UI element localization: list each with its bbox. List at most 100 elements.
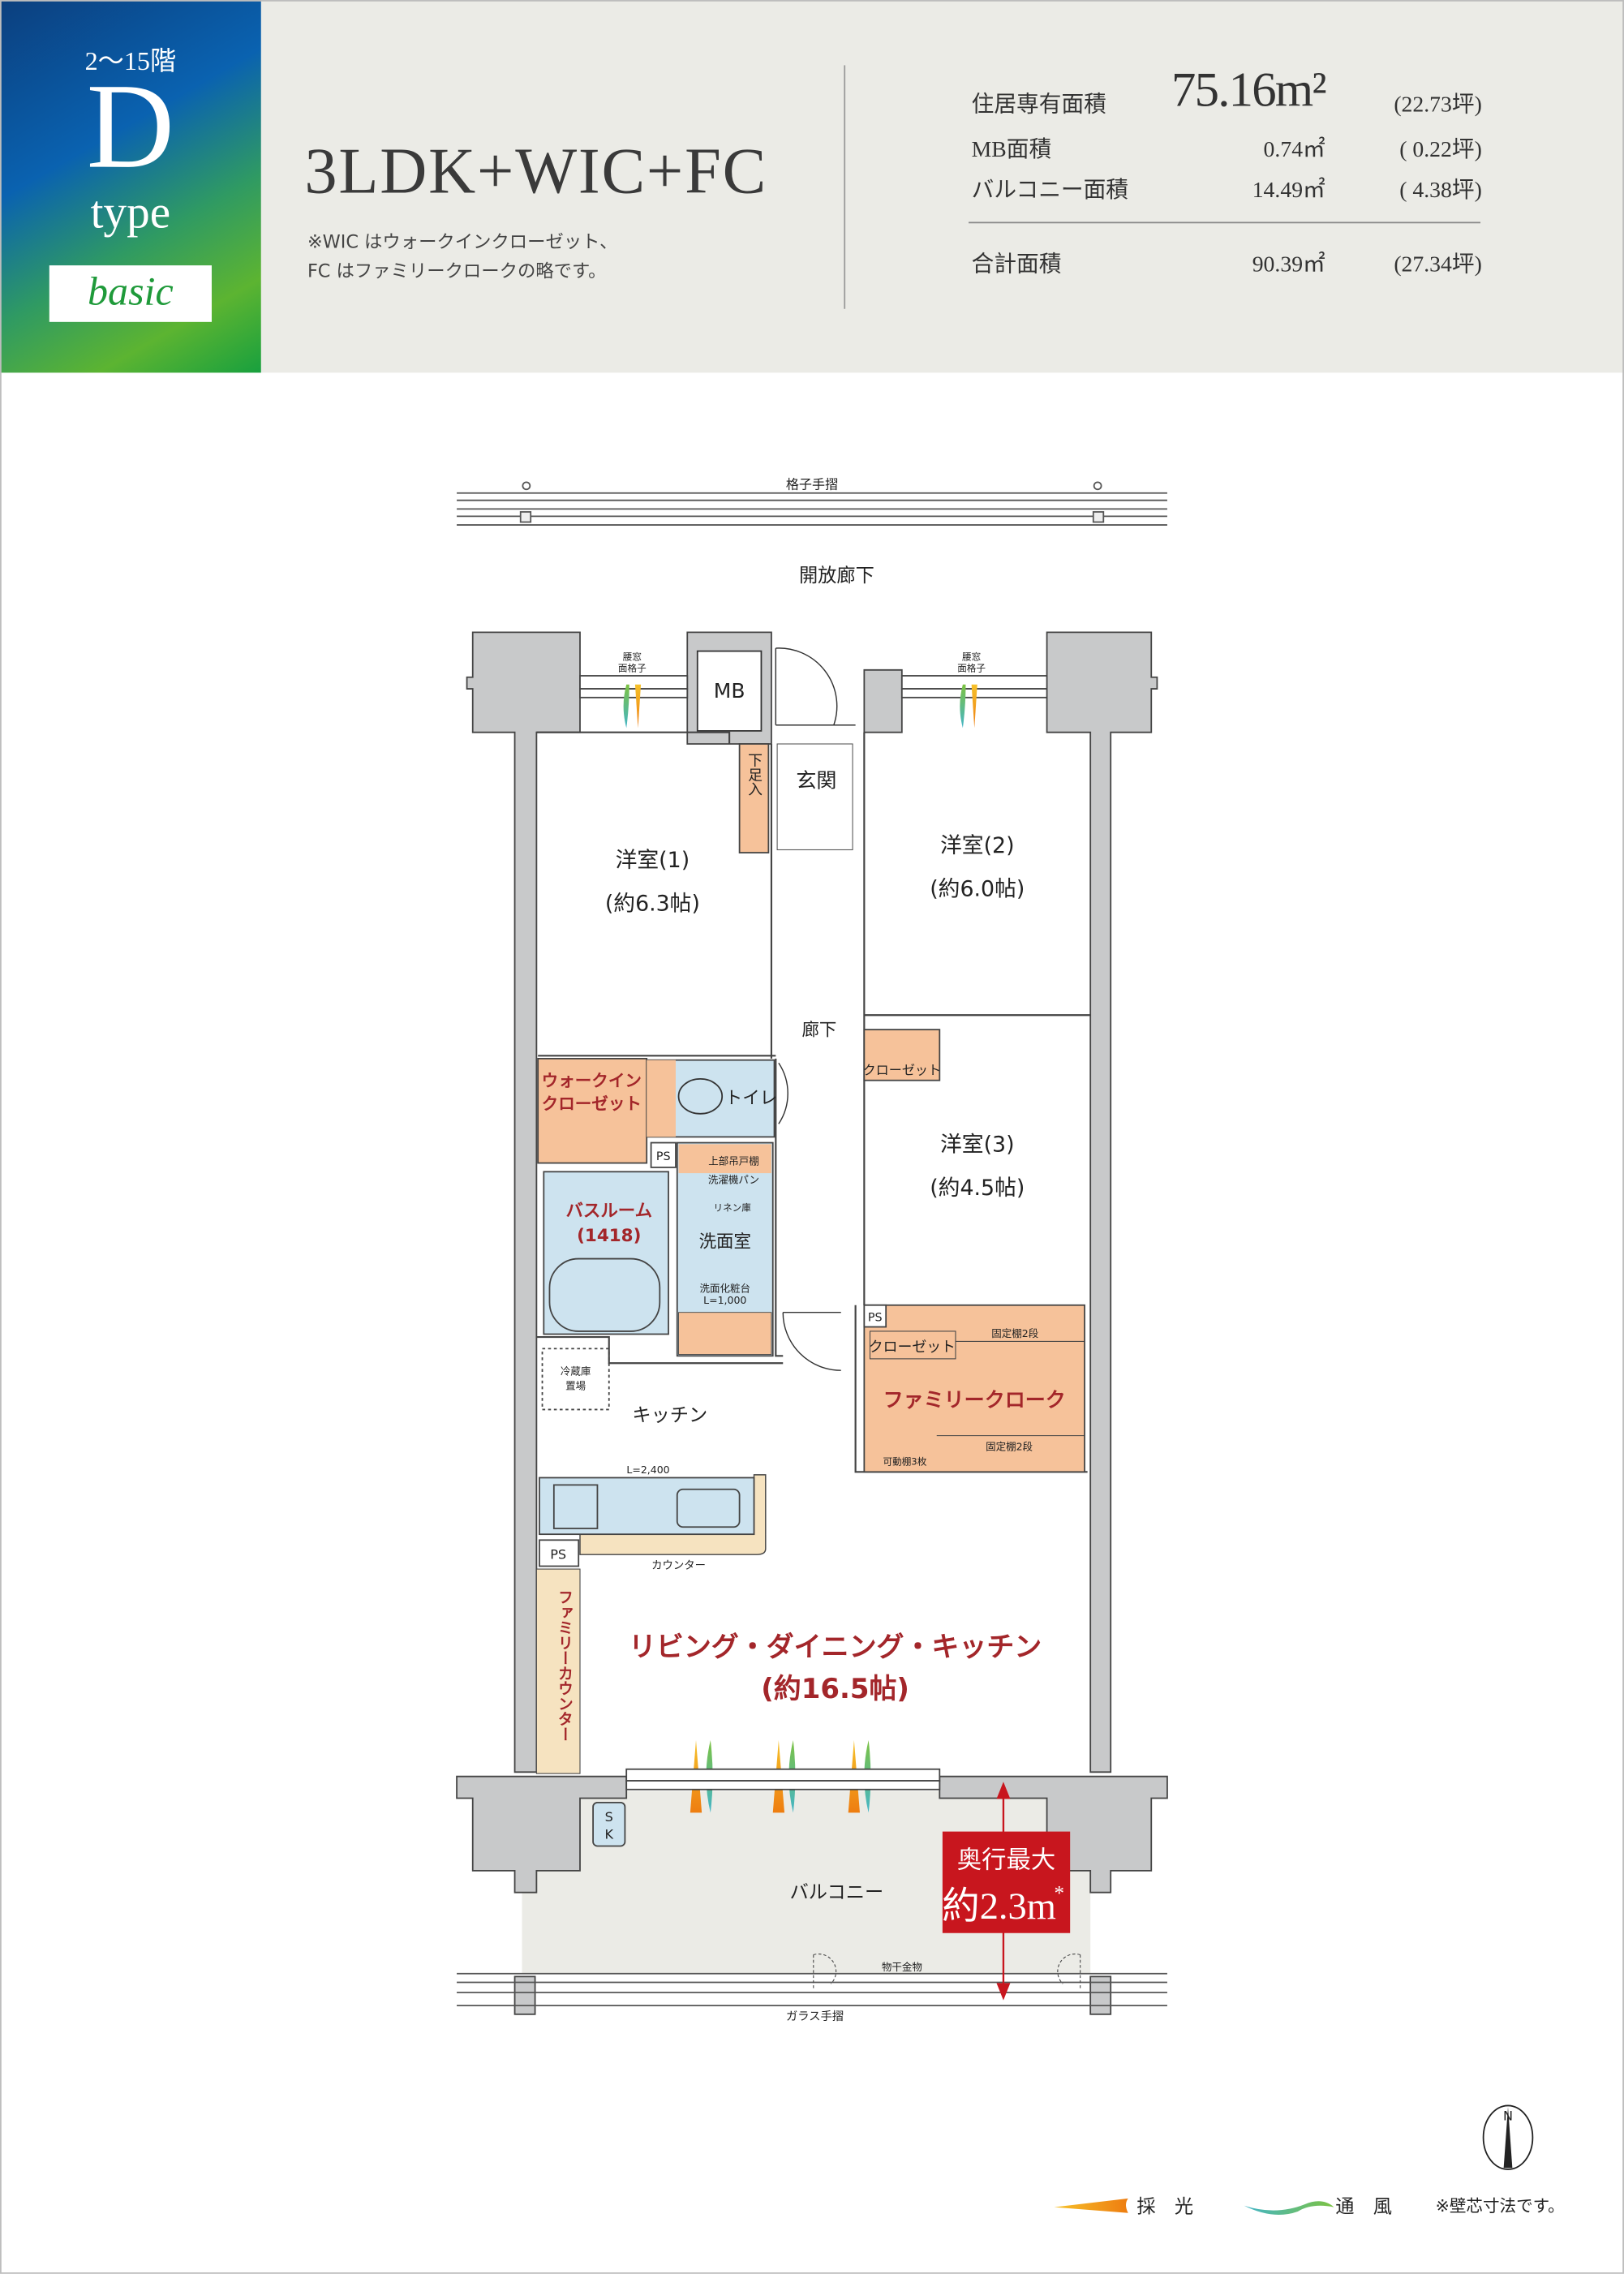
area-label: 合計面積 <box>971 252 1062 277</box>
area-value: 90.39㎡ <box>1252 252 1325 277</box>
entrance-floor <box>776 743 853 851</box>
area-tsubo: (22.73坪) <box>1394 92 1482 118</box>
movable-shelf-label: 可動棚3枚 <box>883 1455 926 1467</box>
drying-hardware <box>813 1954 1081 1990</box>
interior-walls <box>536 731 1091 1473</box>
area-row-private: 住居専有面積 75.16m² (22.73坪) <box>971 64 1482 119</box>
area-value: 75.16m² <box>1171 63 1327 118</box>
ps-label: PS <box>656 1150 671 1163</box>
washroom-label: 洗面室 <box>699 1232 751 1252</box>
area-value: 0.74㎡ <box>1263 137 1325 163</box>
light-legend-icon <box>1054 2198 1128 2213</box>
room2-name: 洋室(2) <box>940 833 1015 858</box>
note-wic: ※WIC はウォークインクローゼット、 <box>307 230 618 253</box>
area-label: MB面積 <box>971 137 1052 163</box>
closet-room2 <box>863 1029 941 1081</box>
fridge-label: 冷蔵庫 <box>561 1365 591 1378</box>
shoe-box-label: 下足入 <box>745 753 763 797</box>
divider <box>844 65 846 309</box>
area-row-total: 合計面積 90.39㎡ (27.34坪) <box>972 243 1482 278</box>
type-badge: 2〜15階 D type basic <box>0 0 261 373</box>
shoe-box <box>738 743 770 853</box>
balcony-label: バルコニー <box>790 1881 884 1903</box>
light-legend-label: 採 光 <box>1136 2197 1194 2219</box>
lattice-label: 面格子 <box>618 663 647 674</box>
area-tsubo: ( 4.38坪) <box>1399 178 1482 204</box>
waist-window-label: 腰窓 <box>623 651 642 662</box>
floors-label: 2〜15階 <box>84 46 177 75</box>
kitchen-length: L=2,400 <box>626 1464 669 1476</box>
room2-size: (約6.0帖) <box>930 877 1025 902</box>
area-row-balcony: バルコニー面積 14.49㎡ ( 4.38坪) <box>972 170 1482 204</box>
slop-sink <box>592 1801 626 1847</box>
fridge-label-2: 置場 <box>565 1379 586 1391</box>
linen-label: リネン庫 <box>713 1202 751 1214</box>
north-compass-icon <box>1482 2104 1534 2170</box>
wind-legend-label: 通 風 <box>1335 2197 1393 2219</box>
glass-railing-label: ガラス手摺 <box>786 2010 844 2023</box>
family-cloak-label: ファミリークローク <box>883 1388 1066 1412</box>
mb-label: MB <box>714 679 745 703</box>
corridor-label: 開放廊下 <box>799 565 874 587</box>
ps-box <box>650 1141 677 1168</box>
balcony-window <box>625 1768 941 1790</box>
area-tsubo: ( 0.22坪) <box>1399 137 1482 163</box>
counter-label: カウンター <box>651 1559 706 1572</box>
drying-label: 物干金物 <box>882 1961 922 1973</box>
waist-window-label: 腰窓 <box>962 651 981 662</box>
dimension-note: ※壁芯寸法です。 <box>1435 2195 1565 2216</box>
sink-icon <box>676 1488 741 1528</box>
wic-label-2: クローゼット <box>542 1094 642 1113</box>
mb-box <box>696 650 763 732</box>
washer-pan-label: 洗濯機パン <box>708 1174 759 1186</box>
entrance-label: 玄関 <box>796 769 836 793</box>
note-fc: FC はファミリークロークの略です。 <box>307 259 607 282</box>
area-separator <box>969 221 1481 224</box>
toilet-door[interactable] <box>778 1062 788 1124</box>
type-word: type <box>90 185 171 239</box>
compass-label: N <box>1503 2108 1513 2123</box>
washroom-door[interactable] <box>782 1311 841 1371</box>
room3-size: (約4.5帖) <box>930 1176 1025 1201</box>
type-letter: D <box>86 59 175 195</box>
wic-label: ウォークイン <box>542 1071 642 1090</box>
closet-label-fc: クローゼット <box>869 1339 956 1356</box>
depth-badge-value: 約2.3m <box>942 1886 1056 1928</box>
vanity-length: L=1,000 <box>703 1294 746 1306</box>
closet-label: クローゼット <box>863 1063 941 1078</box>
variant-label: basic <box>49 265 212 322</box>
sk-label: S <box>605 1809 613 1825</box>
fixed-shelf-label: 固定棚2段 <box>991 1327 1038 1339</box>
area-label: バルコニー面積 <box>971 178 1129 204</box>
fixed-shelf-label-2: 固定棚2段 <box>986 1441 1033 1453</box>
wind-legend-icon <box>1244 2201 1334 2215</box>
depth-badge-title: 奥行最大 <box>957 1846 1056 1873</box>
room3-name: 洋室(3) <box>940 1132 1015 1157</box>
area-value: 14.49㎡ <box>1252 178 1325 204</box>
vanity-label: 洗面化粧台 <box>699 1283 750 1295</box>
hallway-label: 廊下 <box>801 1020 836 1040</box>
depth-badge <box>942 1831 1071 1933</box>
header: 2〜15階 D type basic 3LDK+WIC+FC ※WIC はウォー… <box>0 0 1624 373</box>
top-railing <box>457 481 1167 526</box>
toilet-icon <box>677 1078 724 1115</box>
ps-label: PS <box>868 1311 883 1324</box>
area-label: 住居専有面積 <box>971 92 1106 118</box>
plan-name: 3LDK+WIC+FC <box>304 135 768 208</box>
kitchen-label: キッチン <box>632 1404 707 1426</box>
family-counter-label: ファミリーカウンター <box>556 1589 573 1742</box>
room1-name: 洋室(1) <box>616 848 690 873</box>
upper-cabinet-label: 上部吊戸棚 <box>708 1154 759 1167</box>
top-railing-label: 格子手摺 <box>786 476 838 492</box>
entrance-door[interactable] <box>775 647 856 726</box>
ldk-label: リビング・ダイニング・キッチン <box>629 1631 1042 1663</box>
ps-label: PS <box>550 1547 566 1563</box>
bath-size: (1418) <box>577 1226 641 1246</box>
sk-label-2: K <box>604 1827 613 1842</box>
bathtub-icon <box>548 1257 661 1332</box>
room1-size: (約6.3帖) <box>605 892 700 917</box>
toilet-label: トイレ <box>725 1088 777 1108</box>
